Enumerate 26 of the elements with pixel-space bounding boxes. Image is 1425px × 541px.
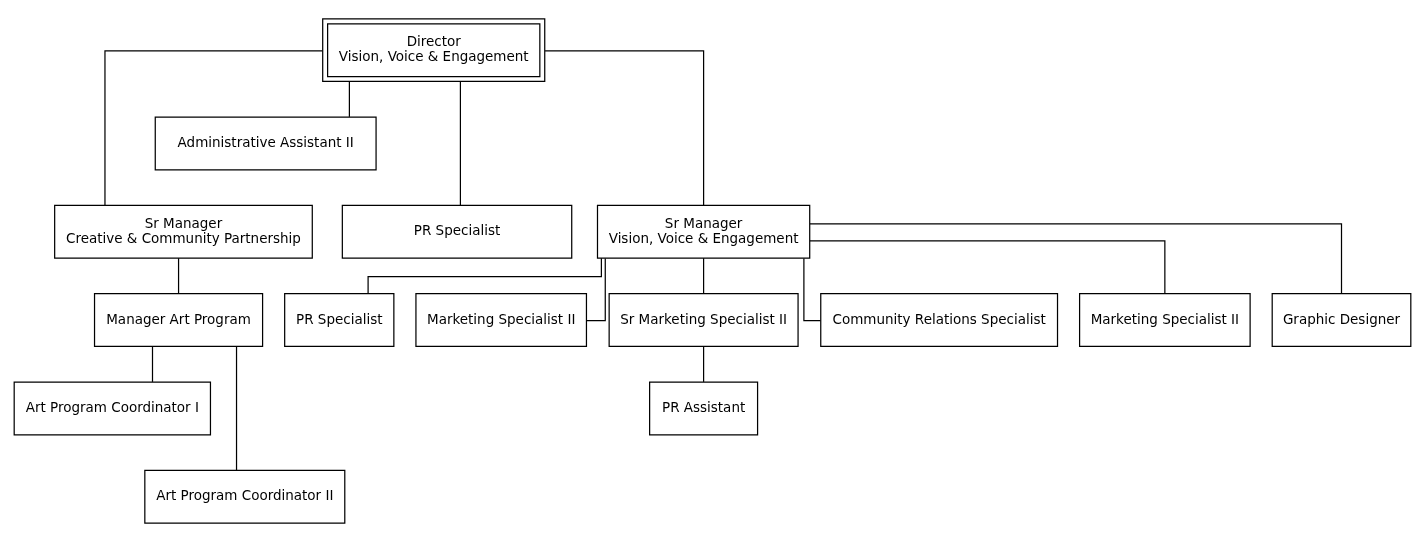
connector: [235, 345, 238, 471]
connector: [809, 239, 1166, 294]
connector: [459, 80, 462, 206]
connector: [177, 257, 180, 294]
node-box: Sr Manager Vision, Voice & Engagement: [596, 204, 811, 259]
connector: [151, 345, 154, 383]
node-box: PR Specialist: [284, 292, 395, 347]
connector: [809, 222, 1343, 294]
connector: [104, 49, 324, 206]
node-box: Administrative Assistant II: [154, 115, 377, 170]
node-box: Graphic Designer: [1271, 292, 1412, 347]
connector: [703, 345, 705, 383]
node-box: Marketing Specialist II: [415, 292, 588, 347]
node-box: PR Specialist: [341, 204, 573, 259]
node-box: Sr Marketing Specialist II: [608, 292, 799, 347]
node-box: Art Program Coordinator II: [144, 469, 346, 524]
node-box: Director Vision, Voice & Engagement: [322, 17, 546, 82]
connector: [703, 257, 705, 294]
node-box: PR Assistant: [649, 380, 759, 435]
connector: [544, 49, 705, 206]
node-box: Marketing Specialist II: [1079, 292, 1251, 347]
node-box: Manager Art Program: [93, 292, 264, 347]
connector: [348, 80, 350, 117]
node-box: Art Program Coordinator I: [13, 380, 212, 435]
node-box: Community Relations Specialist: [820, 292, 1059, 347]
node-box: Sr Manager Creative & Community Partnership: [54, 204, 313, 259]
